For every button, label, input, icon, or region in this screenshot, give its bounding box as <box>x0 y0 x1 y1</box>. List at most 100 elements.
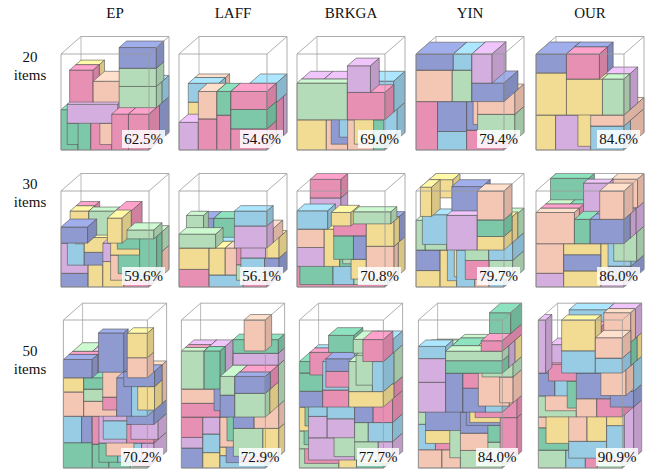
packed-item <box>600 183 633 219</box>
packed-item <box>61 219 97 243</box>
item-face <box>299 391 322 407</box>
item-face <box>584 179 614 183</box>
item-face <box>418 382 445 412</box>
item-face <box>244 320 265 351</box>
container-edge <box>179 37 287 55</box>
item-face <box>181 347 208 350</box>
item-face <box>536 208 579 212</box>
container-edge <box>299 320 383 468</box>
item-face <box>391 207 397 224</box>
packed-item <box>231 83 276 109</box>
item-face <box>452 70 472 101</box>
packing-cell <box>536 37 644 151</box>
item-face <box>63 416 81 442</box>
container-edge <box>61 174 169 192</box>
packed-item <box>127 223 162 239</box>
packing-cell <box>297 174 405 288</box>
item-face <box>591 115 624 126</box>
container-edge <box>181 320 265 468</box>
packing-cell <box>297 37 405 151</box>
packed-item <box>566 74 608 115</box>
item-face <box>179 234 216 248</box>
item-face <box>347 66 370 93</box>
item-face <box>446 351 503 360</box>
item-face <box>477 237 504 251</box>
container-edge <box>418 303 521 320</box>
item-face <box>216 228 223 248</box>
item-face <box>82 416 93 442</box>
item-face <box>270 365 278 389</box>
item-face <box>416 70 452 101</box>
packing-cell <box>416 37 524 151</box>
item-face <box>195 74 230 78</box>
packed-item <box>323 359 352 390</box>
item-face <box>310 179 341 197</box>
container-edge <box>179 174 287 192</box>
packed-item <box>98 329 128 372</box>
item-face <box>198 119 217 150</box>
item-face <box>220 395 235 417</box>
container-edge <box>416 174 524 192</box>
packed-item <box>472 42 506 83</box>
item-face <box>217 91 231 115</box>
packing-cell <box>61 37 169 151</box>
item-face <box>273 220 283 242</box>
item-face <box>70 70 94 102</box>
item-face <box>608 42 614 72</box>
packed-item <box>235 390 270 417</box>
item-face <box>536 115 556 150</box>
item-face <box>329 335 355 352</box>
packing-cell <box>418 303 521 468</box>
item-face <box>472 83 504 101</box>
packed-item <box>63 354 98 377</box>
item-face <box>127 333 147 357</box>
container-edge <box>181 303 284 320</box>
item-face <box>67 104 118 123</box>
packed-item <box>235 372 270 393</box>
item-face <box>347 92 385 119</box>
packing-cell <box>179 174 287 288</box>
item-face <box>394 217 399 247</box>
item-face <box>394 71 405 112</box>
item-face <box>235 376 266 393</box>
item-face <box>235 393 266 417</box>
item-face <box>265 390 269 417</box>
item-face <box>179 248 209 269</box>
container-edge <box>299 303 402 320</box>
item-face <box>181 437 202 448</box>
item-face <box>536 212 574 243</box>
item-face <box>566 54 599 79</box>
item-face <box>181 351 204 389</box>
item-face <box>179 269 209 287</box>
item-face <box>147 328 153 358</box>
item-face <box>203 417 220 434</box>
item-face <box>624 74 630 115</box>
item-face <box>590 219 624 243</box>
packing-cell <box>181 303 284 468</box>
item-face <box>536 273 564 287</box>
packing-cell <box>299 303 402 468</box>
item-face <box>98 329 128 333</box>
packed-item <box>309 434 359 460</box>
item-face <box>63 392 83 416</box>
item-face <box>209 248 225 275</box>
item-face <box>536 73 566 115</box>
item-face <box>504 184 512 220</box>
packed-item <box>418 379 449 412</box>
packed-item <box>347 58 379 92</box>
packing-cell <box>416 174 524 288</box>
item-face <box>297 211 328 229</box>
item-face <box>438 102 467 132</box>
item-face <box>355 423 369 442</box>
item-face <box>327 419 354 438</box>
item-face <box>399 212 405 242</box>
item-face <box>63 378 83 392</box>
packed-item <box>179 228 223 248</box>
item-face <box>138 387 155 410</box>
item-face <box>283 93 287 135</box>
item-face <box>418 359 445 383</box>
item-face <box>203 453 220 468</box>
item-face <box>297 229 324 247</box>
item-face <box>331 212 351 225</box>
